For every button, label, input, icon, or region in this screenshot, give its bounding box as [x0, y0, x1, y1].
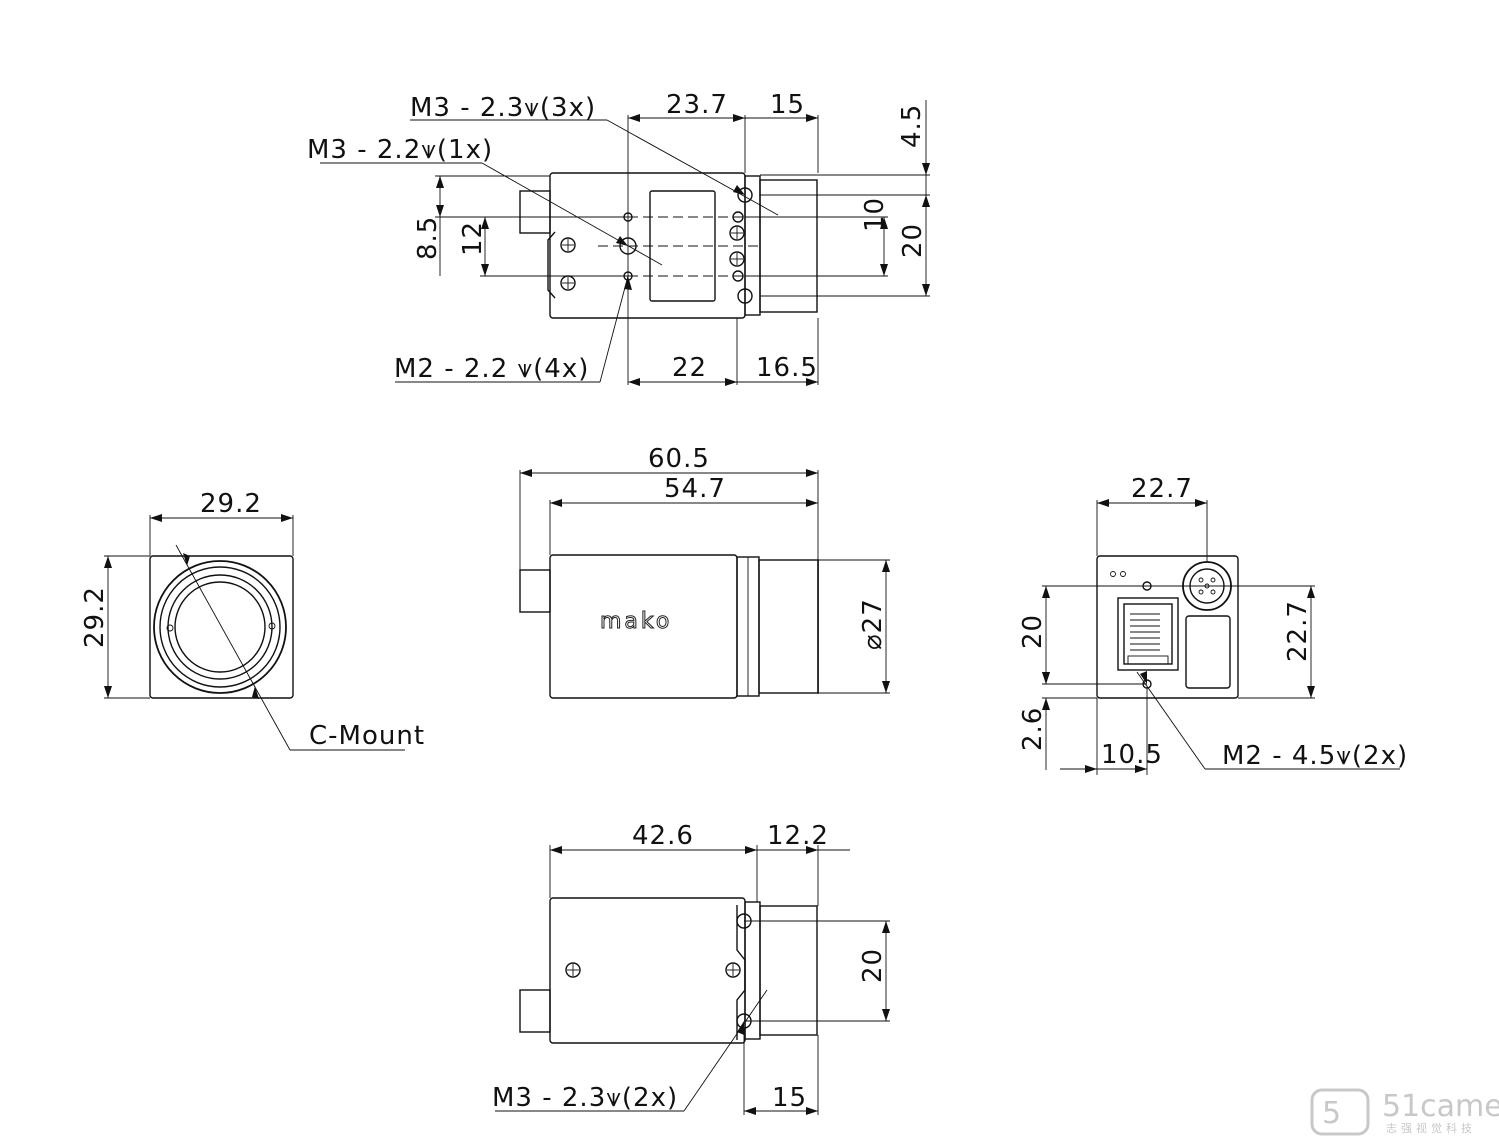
watermark-subtitle: 志强视觉科技: [1386, 1121, 1476, 1135]
dim-8-5: 8.5: [413, 216, 443, 260]
callout-m3-2x: M3 - 2.3⩛(2x): [492, 1083, 678, 1113]
front-mount-inner: [174, 581, 266, 673]
dim-bottom-20: 20: [858, 948, 888, 983]
led-icon: [1110, 571, 1116, 577]
dim-10: 10: [860, 197, 890, 232]
front-mount-outer: [153, 560, 287, 694]
front-body: [149, 555, 294, 699]
c-mount-label: C-Mount: [309, 721, 425, 751]
top-connector-stub: [519, 190, 551, 234]
callout-m2-2x: M2 - 4.5⩛(2x): [1222, 741, 1408, 771]
callout-m3-3x: M3 - 2.3⩛(3x): [410, 93, 596, 123]
dim-overall-length: 60.5: [648, 444, 710, 474]
top-side-rail: [547, 231, 556, 299]
dim-22: 22: [672, 353, 707, 383]
mako-logo: mako: [600, 609, 672, 634]
side-view: mako 60.5 54.7 ⌀27: [519, 444, 890, 699]
watermark: 5 51camera 志强视觉科技: [1310, 1088, 1499, 1136]
dim-16-5: 16.5: [756, 353, 818, 383]
dim-12: 12: [458, 221, 488, 256]
dim-back-width: 22.7: [1131, 474, 1193, 504]
back-label-panel: [1185, 615, 1231, 689]
dim-23-7: 23.7: [666, 90, 728, 120]
watermark-logo-icon: [1310, 1088, 1370, 1136]
bottom-lens-barrel: [759, 905, 818, 1036]
dim-15-top: 15: [770, 90, 805, 120]
dim-4-5: 4.5: [897, 104, 927, 148]
back-view: 22.7 20 22.7 2.6 10.5 M2 - 4.5⩛(2x): [1018, 474, 1408, 775]
dim-42-6: 42.6: [632, 821, 694, 851]
top-view: 23.7 15 22 16.5 4.5 10 20 8.5 12: [307, 90, 930, 386]
top-screw-icon: [560, 237, 576, 291]
callout-m2-4x: M2 - 2.2 ⩛(4x): [394, 354, 589, 384]
side-connector-stub: [519, 569, 551, 613]
side-lens-barrel: [758, 559, 819, 694]
dim-back-10-5: 10.5: [1101, 740, 1163, 770]
ethernet-port-icon: [1117, 597, 1179, 671]
dim-back-20: 20: [1018, 614, 1048, 649]
front-view: 29.2 29.2 C-Mount: [80, 489, 425, 751]
bottom-connector-stub: [519, 989, 551, 1033]
dim-bottom-15: 15: [772, 1083, 807, 1113]
bottom-body: [549, 897, 746, 1044]
callout-m3-1x: M3 - 2.2⩛(1x): [307, 135, 493, 165]
dim-front-width: 29.2: [200, 489, 262, 519]
top-hole-icon: [619, 187, 753, 304]
dim-front-height: 29.2: [80, 586, 110, 648]
back-body: [1096, 555, 1239, 699]
dim-back-22-7: 22.7: [1283, 600, 1313, 662]
svg-text:5: 5: [1322, 1096, 1341, 1131]
dim-diameter: ⌀27: [858, 598, 888, 650]
dim-back-2-6: 2.6: [1018, 707, 1048, 751]
dim-12-2: 12.2: [767, 821, 829, 851]
watermark-logo: 51camera: [1382, 1089, 1499, 1124]
top-lens-barrel: [759, 179, 818, 313]
dim-body-length: 54.7: [664, 474, 726, 504]
dim-20-top: 20: [898, 223, 928, 258]
bottom-screw-icon: [565, 962, 741, 978]
bottom-view: 42.6 12.2 20 15 M3 - 2.3⩛(2x): [492, 821, 890, 1115]
top-body: [549, 172, 746, 319]
top-front-ring: [744, 175, 761, 316]
